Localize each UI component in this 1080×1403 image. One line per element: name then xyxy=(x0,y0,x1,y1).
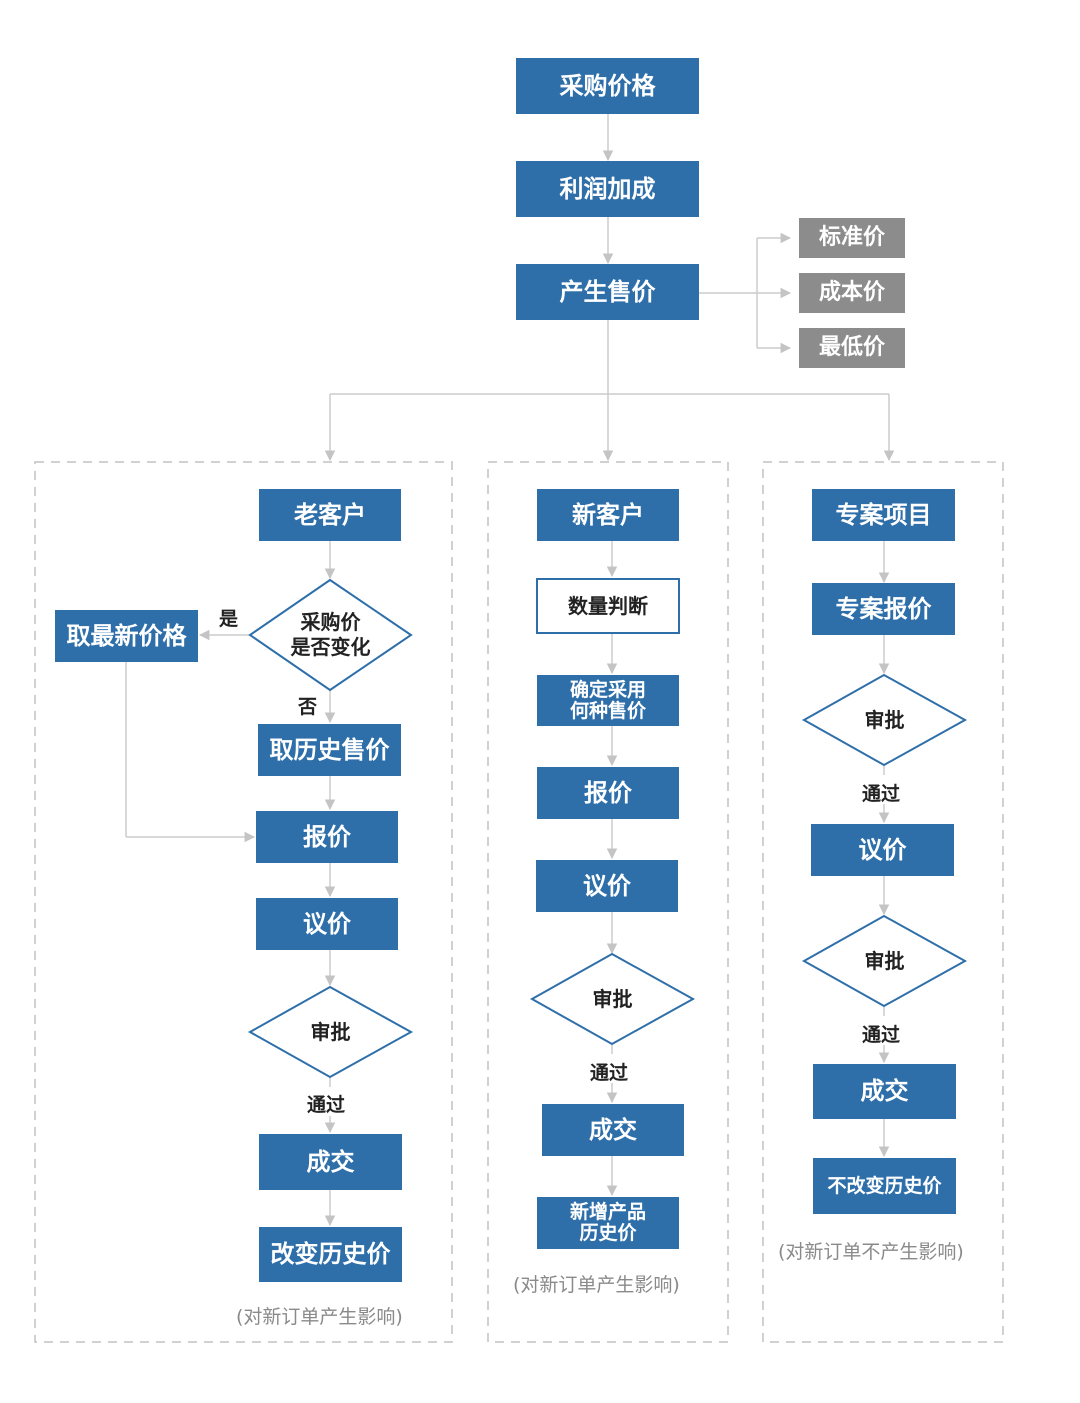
project-box: 专案项目 xyxy=(812,489,955,541)
decision-diamond-new-approve xyxy=(529,952,696,1046)
old-negotiate-label: 议价 xyxy=(303,909,351,938)
old-customer-label: 老客户 xyxy=(294,500,366,529)
project-quote-label: 专案报价 xyxy=(835,594,932,623)
decision-diamond-project-approve1 xyxy=(801,673,968,767)
new-negotiate-label: 议价 xyxy=(583,871,631,900)
new-negotiate-box: 议价 xyxy=(536,860,678,912)
new-quote-box: 报价 xyxy=(537,767,679,819)
old-deal-box: 成交 xyxy=(259,1134,402,1190)
no-label: 否 xyxy=(298,696,318,718)
old-quote-label: 报价 xyxy=(303,822,351,851)
project-approve1-label: 审批 xyxy=(864,707,905,732)
keep-history-box: 不改变历史价 xyxy=(813,1158,956,1214)
decision-diamond-old-approve xyxy=(247,985,414,1079)
profit-markup-box: 利润加成 xyxy=(516,161,699,217)
add-product-history-box: 新增产品 历史价 xyxy=(537,1197,679,1249)
project-pass2-label: 通过 xyxy=(862,1024,901,1046)
old-approve-label: 审批 xyxy=(310,1019,351,1044)
purchase-change-text: 采购价 是否变化 xyxy=(250,600,411,670)
decide-line1: 确定采用 xyxy=(569,678,646,701)
latest-price-label: 取最新价格 xyxy=(66,621,187,650)
add-line2: 历史价 xyxy=(579,1222,637,1244)
project-negotiate-label: 议价 xyxy=(858,835,907,864)
profit-markup-label: 利润加成 xyxy=(559,174,656,203)
lowest-price-box: 最低价 xyxy=(799,328,905,368)
cost-price-box: 成本价 xyxy=(799,273,905,313)
decide-price-box: 确定采用 何种售价 xyxy=(537,675,679,726)
add-line1: 新增产品 xyxy=(569,1201,646,1224)
new-deal-box: 成交 xyxy=(542,1104,684,1156)
decision-diamond-purchase-change xyxy=(248,578,413,692)
project-approve2-text: 审批 xyxy=(804,941,965,981)
old-pass-label: 通过 xyxy=(307,1094,346,1116)
new-quote-label: 报价 xyxy=(584,778,632,807)
project-label: 专案项目 xyxy=(835,500,932,529)
quantity-box: 数量判断 xyxy=(536,578,680,634)
change-history-label: 改变历史价 xyxy=(270,1240,391,1269)
standard-price-box: 标准价 xyxy=(799,218,905,258)
history-price-label: 取历史售价 xyxy=(269,735,390,764)
new-approve-text: 审批 xyxy=(532,979,693,1019)
latest-price-box: 取最新价格 xyxy=(55,610,198,662)
project-deal-label: 成交 xyxy=(860,1077,909,1106)
purchase-price-box: 采购价格 xyxy=(516,58,699,114)
project-impact-note: (对新订单不产生影响) xyxy=(778,1241,964,1263)
lowest-price-label: 最低价 xyxy=(818,334,885,360)
quantity-label: 数量判断 xyxy=(568,594,648,618)
project-quote-box: 专案报价 xyxy=(812,583,955,635)
new-customer-box: 新客户 xyxy=(537,489,679,541)
project-deal-box: 成交 xyxy=(813,1064,956,1119)
project-approve2-label: 审批 xyxy=(864,948,905,973)
new-approve-label: 审批 xyxy=(592,986,633,1011)
generate-price-box: 产生售价 xyxy=(516,264,699,320)
new-customer-panel xyxy=(487,461,729,1343)
cost-price-label: 成本价 xyxy=(818,279,885,305)
new-impact-note: (对新订单产生影响) xyxy=(513,1274,680,1296)
project-negotiate-box: 议价 xyxy=(811,824,954,876)
old-deal-label: 成交 xyxy=(306,1147,355,1176)
old-customer-panel xyxy=(34,461,453,1343)
standard-price-label: 标准价 xyxy=(818,224,885,250)
old-approve-text: 审批 xyxy=(250,1012,411,1052)
generate-price-label: 产生售价 xyxy=(559,277,656,306)
decide-line2: 何种售价 xyxy=(569,699,646,722)
decision-line1: 采购价 xyxy=(300,610,361,634)
old-quote-box: 报价 xyxy=(256,811,398,863)
new-customer-label: 新客户 xyxy=(572,500,644,529)
old-negotiate-box: 议价 xyxy=(256,898,398,950)
purchase-price-label: 采购价格 xyxy=(559,71,656,100)
old-impact-note: (对新订单产生影响) xyxy=(236,1306,403,1328)
history-price-box: 取历史售价 xyxy=(258,724,401,776)
yes-label: 是 xyxy=(219,608,239,630)
old-customer-box: 老客户 xyxy=(259,489,401,541)
change-history-box: 改变历史价 xyxy=(259,1227,402,1282)
new-deal-label: 成交 xyxy=(589,1115,637,1144)
project-approve1-text: 审批 xyxy=(804,700,965,740)
decision-diamond-project-approve2 xyxy=(801,914,968,1008)
new-pass-label: 通过 xyxy=(590,1062,629,1084)
decision-line2: 是否变化 xyxy=(290,635,371,659)
project-pass1-label: 通过 xyxy=(862,783,901,805)
project-panel xyxy=(762,461,1004,1343)
keep-history-label: 不改变历史价 xyxy=(827,1174,942,1197)
